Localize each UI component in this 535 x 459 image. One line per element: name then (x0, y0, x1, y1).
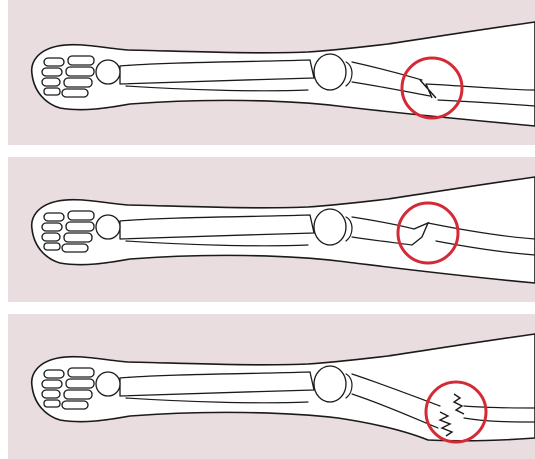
knee-cap (314, 54, 346, 90)
knee-cap (314, 209, 346, 245)
leg-diagram (8, 0, 535, 145)
leg-diagram (8, 157, 535, 302)
knee-cap (314, 366, 346, 402)
panel-displaced-fracture (8, 157, 535, 302)
leg-diagram (8, 314, 535, 459)
panel-comminuted-fracture (8, 314, 535, 459)
panel-oblique-fracture (8, 0, 535, 145)
